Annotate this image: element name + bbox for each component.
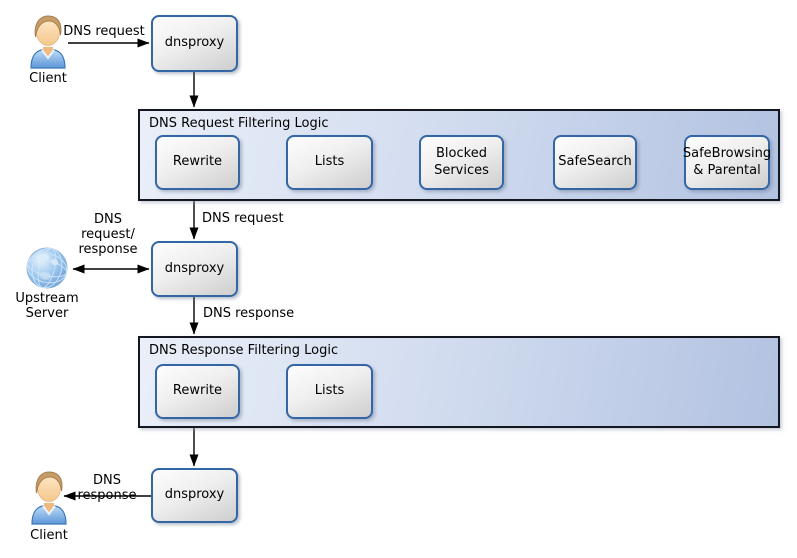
label-proxy-response: DNS response (203, 306, 295, 321)
label-client-response: DNS response (77, 473, 137, 503)
client-icon (28, 12, 68, 69)
response-filtering-title: DNS Response Filtering Logic (149, 343, 339, 358)
step-lists-response: Lists (286, 364, 373, 419)
response-filtering-container: DNS Response Filtering Logic Rewrite Lis… (138, 336, 780, 428)
globe-icon (26, 247, 68, 289)
label-filtered-request: DNS request (202, 211, 284, 226)
dnsproxy-node-top: dnsproxy (151, 15, 238, 72)
request-filtering-title: DNS Request Filtering Logic (149, 116, 329, 131)
client-top-label: Client (29, 71, 67, 86)
step-blocked-services: Blocked Services (419, 135, 504, 190)
step-safebrowsing: SafeBrowsing & Parental (683, 135, 771, 190)
dnsproxy-node-bottom: dnsproxy (151, 468, 238, 523)
step-rewrite-response: Rewrite (155, 364, 240, 419)
step-lists-request: Lists (286, 135, 373, 190)
label-upstream-exchange: DNS request/ response (78, 212, 138, 257)
request-filtering-container: DNS Request Filtering Logic Rewrite List… (138, 109, 780, 201)
step-rewrite-request: Rewrite (155, 135, 240, 190)
dnsproxy-node-middle: dnsproxy (151, 241, 238, 297)
label-client-request: DNS request (63, 24, 145, 39)
upstream-server-label: Upstream Server (15, 291, 79, 321)
client-icon-bottom (29, 468, 69, 525)
step-safesearch: SafeSearch (553, 135, 637, 190)
client-bottom-label: Client (30, 528, 68, 543)
